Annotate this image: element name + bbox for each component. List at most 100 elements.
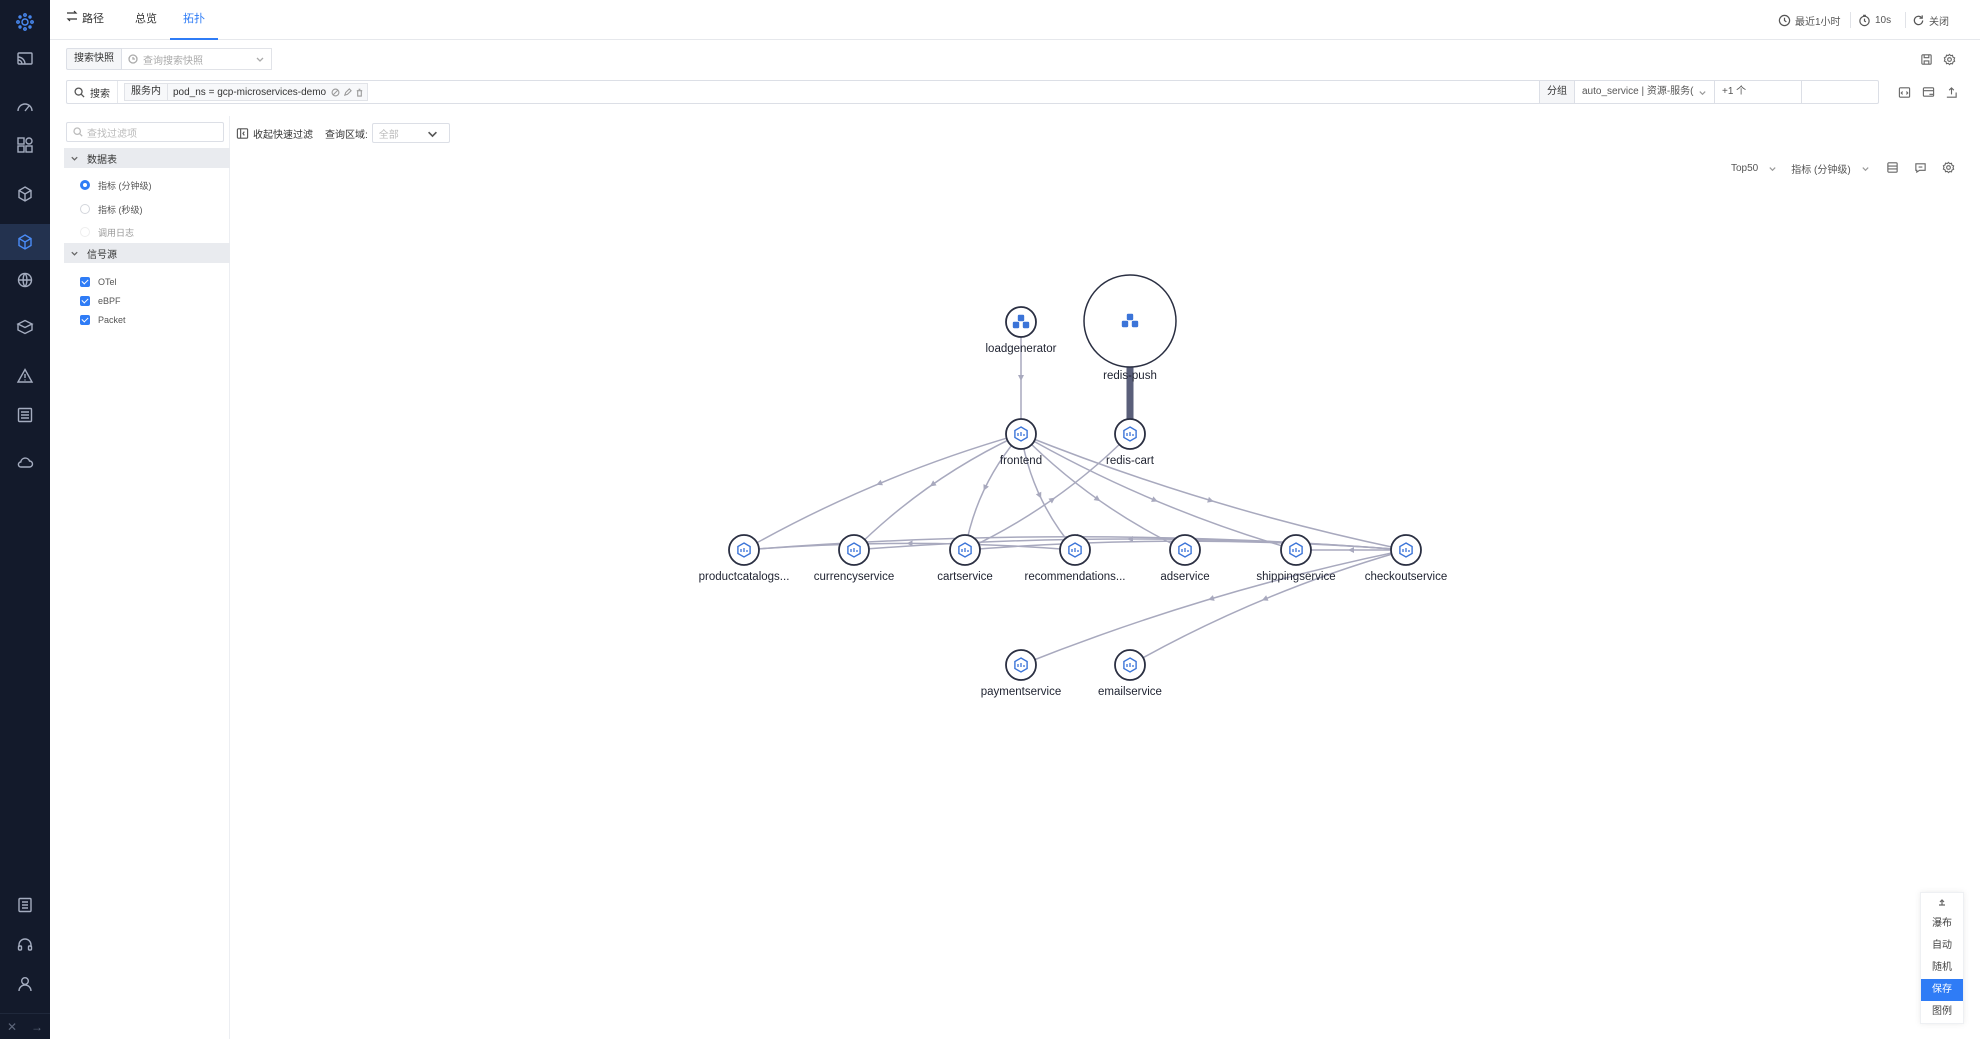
- topology-graph[interactable]: loadgenerator redis-push frontend redis-car…: [230, 150, 1980, 1039]
- refresh-interval[interactable]: 10s: [1858, 10, 1891, 30]
- layout-random[interactable]: 随机: [1932, 962, 1952, 973]
- node-currency[interactable]: currencyservice: [814, 534, 895, 583]
- node-cart[interactable]: cartservice: [937, 534, 993, 583]
- filter-scope[interactable]: 服务内: [125, 84, 168, 100]
- edge-arrow: [1048, 497, 1056, 504]
- node-shipping[interactable]: shippingservice: [1256, 534, 1336, 583]
- topn-select[interactable]: Top50: [1731, 163, 1777, 174]
- layout-auto[interactable]: 自动: [1932, 940, 1952, 951]
- delete-icon[interactable]: [355, 88, 364, 97]
- nav-collapse-bar[interactable]: ✕ →: [0, 1013, 50, 1039]
- alert-icon[interactable]: [0, 358, 50, 394]
- node-payment[interactable]: paymentservice: [981, 649, 1062, 698]
- node-checkout[interactable]: checkoutservice: [1365, 534, 1447, 583]
- node-label: productcatalogs...: [699, 571, 790, 583]
- section-data-table[interactable]: 数据表: [64, 148, 230, 168]
- document-icon[interactable]: [0, 887, 50, 923]
- radio-button[interactable]: [80, 227, 90, 237]
- checkbox[interactable]: [80, 315, 90, 325]
- pin-icon[interactable]: [1921, 893, 1963, 913]
- edge-frontend-to-productcatalog[interactable]: [743, 433, 1022, 551]
- share-icon[interactable]: [1942, 83, 1960, 101]
- cloud-icon[interactable]: [0, 444, 50, 480]
- auto-refresh-toggle[interactable]: 关闭: [1912, 10, 1949, 30]
- save-layout-button[interactable]: 保存: [1921, 979, 1963, 1001]
- option-metric-second[interactable]: 指标 (秒级): [80, 200, 143, 218]
- graph-settings-gear-icon[interactable]: [1939, 158, 1957, 176]
- snapshot-select[interactable]: 查询搜索快照: [122, 48, 272, 70]
- query-area-select[interactable]: 全部: [371, 123, 450, 143]
- close-icon[interactable]: ✕: [6, 1019, 18, 1034]
- edge-frontend-to-cart[interactable]: [964, 433, 1022, 551]
- option-otel[interactable]: OTel: [80, 273, 117, 291]
- table-view-icon[interactable]: [1883, 158, 1901, 176]
- option-metric-minute[interactable]: 指标 (分钟级): [80, 176, 152, 194]
- time-range-picker[interactable]: 最近1小时: [1778, 10, 1841, 30]
- legend-button[interactable]: 图例: [1932, 1006, 1952, 1017]
- groupby-more[interactable]: +1 个: [1715, 80, 1802, 104]
- edit-icon[interactable]: [343, 87, 352, 97]
- edge-arrow: [1348, 547, 1354, 553]
- edge-arrow: [1151, 496, 1158, 502]
- topology-canvas[interactable]: loadgenerator redis-push frontend redis-car…: [230, 150, 1980, 1039]
- search-bar[interactable]: 搜索 服务内 pod_ns = gcp-microservices-demo: [66, 80, 1879, 104]
- edge-cart-to-redis-cart[interactable]: [964, 433, 1131, 551]
- node-ad[interactable]: adservice: [1160, 534, 1210, 583]
- node-productcatalog[interactable]: productcatalogs...: [699, 534, 790, 583]
- layout-waterfall[interactable]: 瀑布: [1932, 918, 1952, 929]
- query-settings-icon[interactable]: [1919, 83, 1937, 101]
- node-label: paymentservice: [981, 686, 1062, 698]
- settings-gear-icon[interactable]: [1940, 50, 1958, 68]
- query-code-icon[interactable]: [1895, 83, 1913, 101]
- app-grid-icon[interactable]: [0, 127, 50, 163]
- edge-frontend-to-checkout[interactable]: [1020, 433, 1407, 551]
- headset-icon[interactable]: [0, 927, 50, 963]
- radio-button[interactable]: [80, 180, 90, 190]
- package-icon[interactable]: [0, 309, 50, 345]
- collapse-filter-button[interactable]: 收起快速过滤: [236, 126, 313, 141]
- user-icon[interactable]: [0, 966, 50, 1002]
- filter-expression[interactable]: pod_ns = gcp-microservices-demo: [173, 86, 327, 98]
- edge-arrow: [1261, 595, 1269, 601]
- save-icon[interactable]: [1917, 50, 1935, 68]
- filter-tag[interactable]: 服务内 pod_ns = gcp-microservices-demo: [124, 83, 369, 101]
- option-call-log[interactable]: 调用日志: [80, 223, 134, 241]
- chat-icon[interactable]: [1911, 158, 1929, 176]
- node-label: recommendations...: [1025, 571, 1126, 583]
- disable-icon[interactable]: [331, 88, 340, 97]
- tab-path[interactable]: 路径: [66, 0, 104, 40]
- node-redis-cart[interactable]: redis-cart: [1106, 418, 1155, 467]
- option-packet[interactable]: Packet: [80, 311, 126, 329]
- list-icon[interactable]: [0, 397, 50, 433]
- edge-arrow: [1093, 495, 1101, 502]
- option-ebpf[interactable]: eBPF: [80, 292, 121, 310]
- node-frontend[interactable]: frontend: [1000, 418, 1042, 467]
- globe-icon[interactable]: [0, 262, 50, 298]
- node-circle[interactable]: [1005, 306, 1037, 338]
- radio-button[interactable]: [80, 204, 90, 214]
- node-email[interactable]: emailservice: [1098, 649, 1162, 698]
- logo-icon[interactable]: [0, 4, 50, 40]
- node-loadgenerator[interactable]: loadgenerator: [986, 306, 1057, 355]
- node-recommendations[interactable]: recommendations...: [1025, 534, 1126, 583]
- cube-icon[interactable]: [0, 176, 50, 212]
- checkbox[interactable]: [80, 296, 90, 306]
- edge-checkout-to-email[interactable]: [1129, 549, 1407, 666]
- tab-topology[interactable]: 拓扑: [170, 0, 218, 40]
- collapse-icon[interactable]: →: [31, 1019, 44, 1034]
- section-signal-source[interactable]: 信号源: [64, 243, 230, 263]
- edge-frontend-to-currency[interactable]: [853, 433, 1022, 551]
- edge-frontend-to-ad[interactable]: [1020, 433, 1186, 551]
- dashboard-gauge-icon[interactable]: [0, 89, 50, 125]
- chevron-down-icon: [256, 57, 264, 62]
- node-redis-push[interactable]: redis-push: [1083, 274, 1177, 382]
- metric-select[interactable]: 指标 (分钟级): [1791, 161, 1869, 176]
- node-circle[interactable]: [1083, 274, 1177, 368]
- filter-search-input[interactable]: 查找过滤项: [66, 122, 224, 142]
- service-map-icon[interactable]: [0, 224, 50, 260]
- query-area-label: 查询区域:: [325, 129, 368, 141]
- groupby-select[interactable]: auto_service | 资源-服务(: [1575, 80, 1715, 104]
- checkbox[interactable]: [80, 277, 90, 287]
- cast-icon[interactable]: [0, 41, 50, 77]
- tab-overview[interactable]: 总览: [135, 13, 157, 25]
